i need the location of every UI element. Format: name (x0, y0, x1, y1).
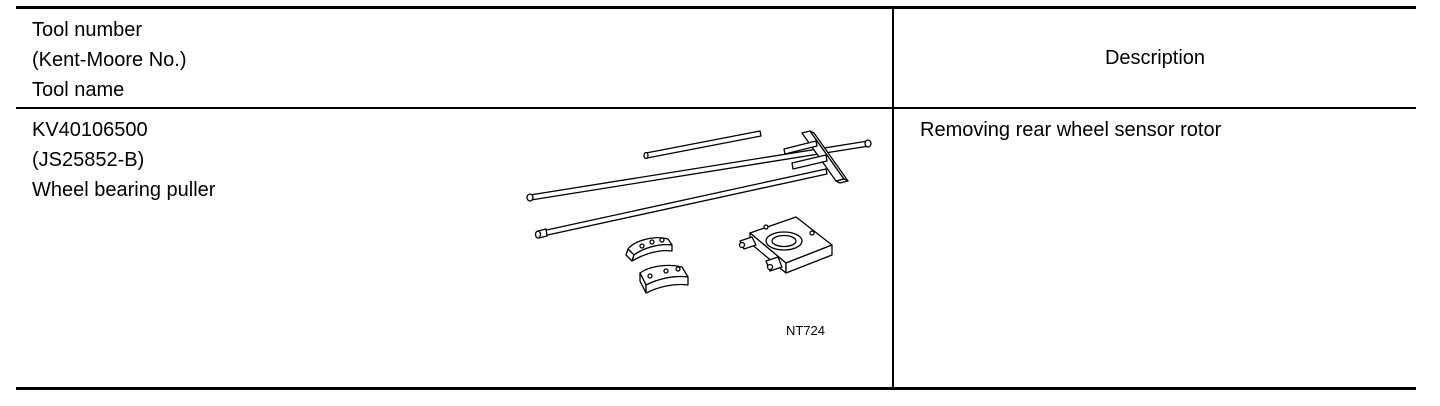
tool-info-cell: KV40106500 (JS25852-B) Wheel bearing pul… (32, 115, 215, 205)
long-rod-icon (534, 168, 828, 239)
row-divider (16, 107, 1416, 109)
puller-yoke-icon (783, 130, 849, 184)
figure-code: NT724 (786, 323, 826, 338)
header-tool-name: Tool name (32, 79, 125, 101)
tool-table: Tool number (Kent-Moore No.) Tool name D… (16, 6, 1416, 390)
tool-name: Wheel bearing puller (32, 179, 216, 201)
wheel-bearing-puller-illustration (526, 130, 872, 294)
short-rod-icon (643, 130, 762, 160)
header-kent-moore: (Kent-Moore No.) (32, 49, 187, 71)
bearing-plate-icon (738, 216, 833, 274)
tool-number: KV40106500 (32, 119, 148, 141)
tool-description: Removing rear wheel sensor rotor (920, 119, 1222, 141)
half-collar-icon (625, 237, 673, 262)
kent-moore-number: (JS25852-B) (32, 149, 145, 171)
header-tool-number: Tool number (32, 19, 143, 41)
header-description: Description (1104, 46, 1206, 69)
column-divider (892, 9, 894, 387)
long-rod-icon (526, 139, 872, 202)
header-tool-info: Tool number (Kent-Moore No.) Tool name (32, 15, 187, 105)
half-collar-icon (639, 264, 689, 294)
